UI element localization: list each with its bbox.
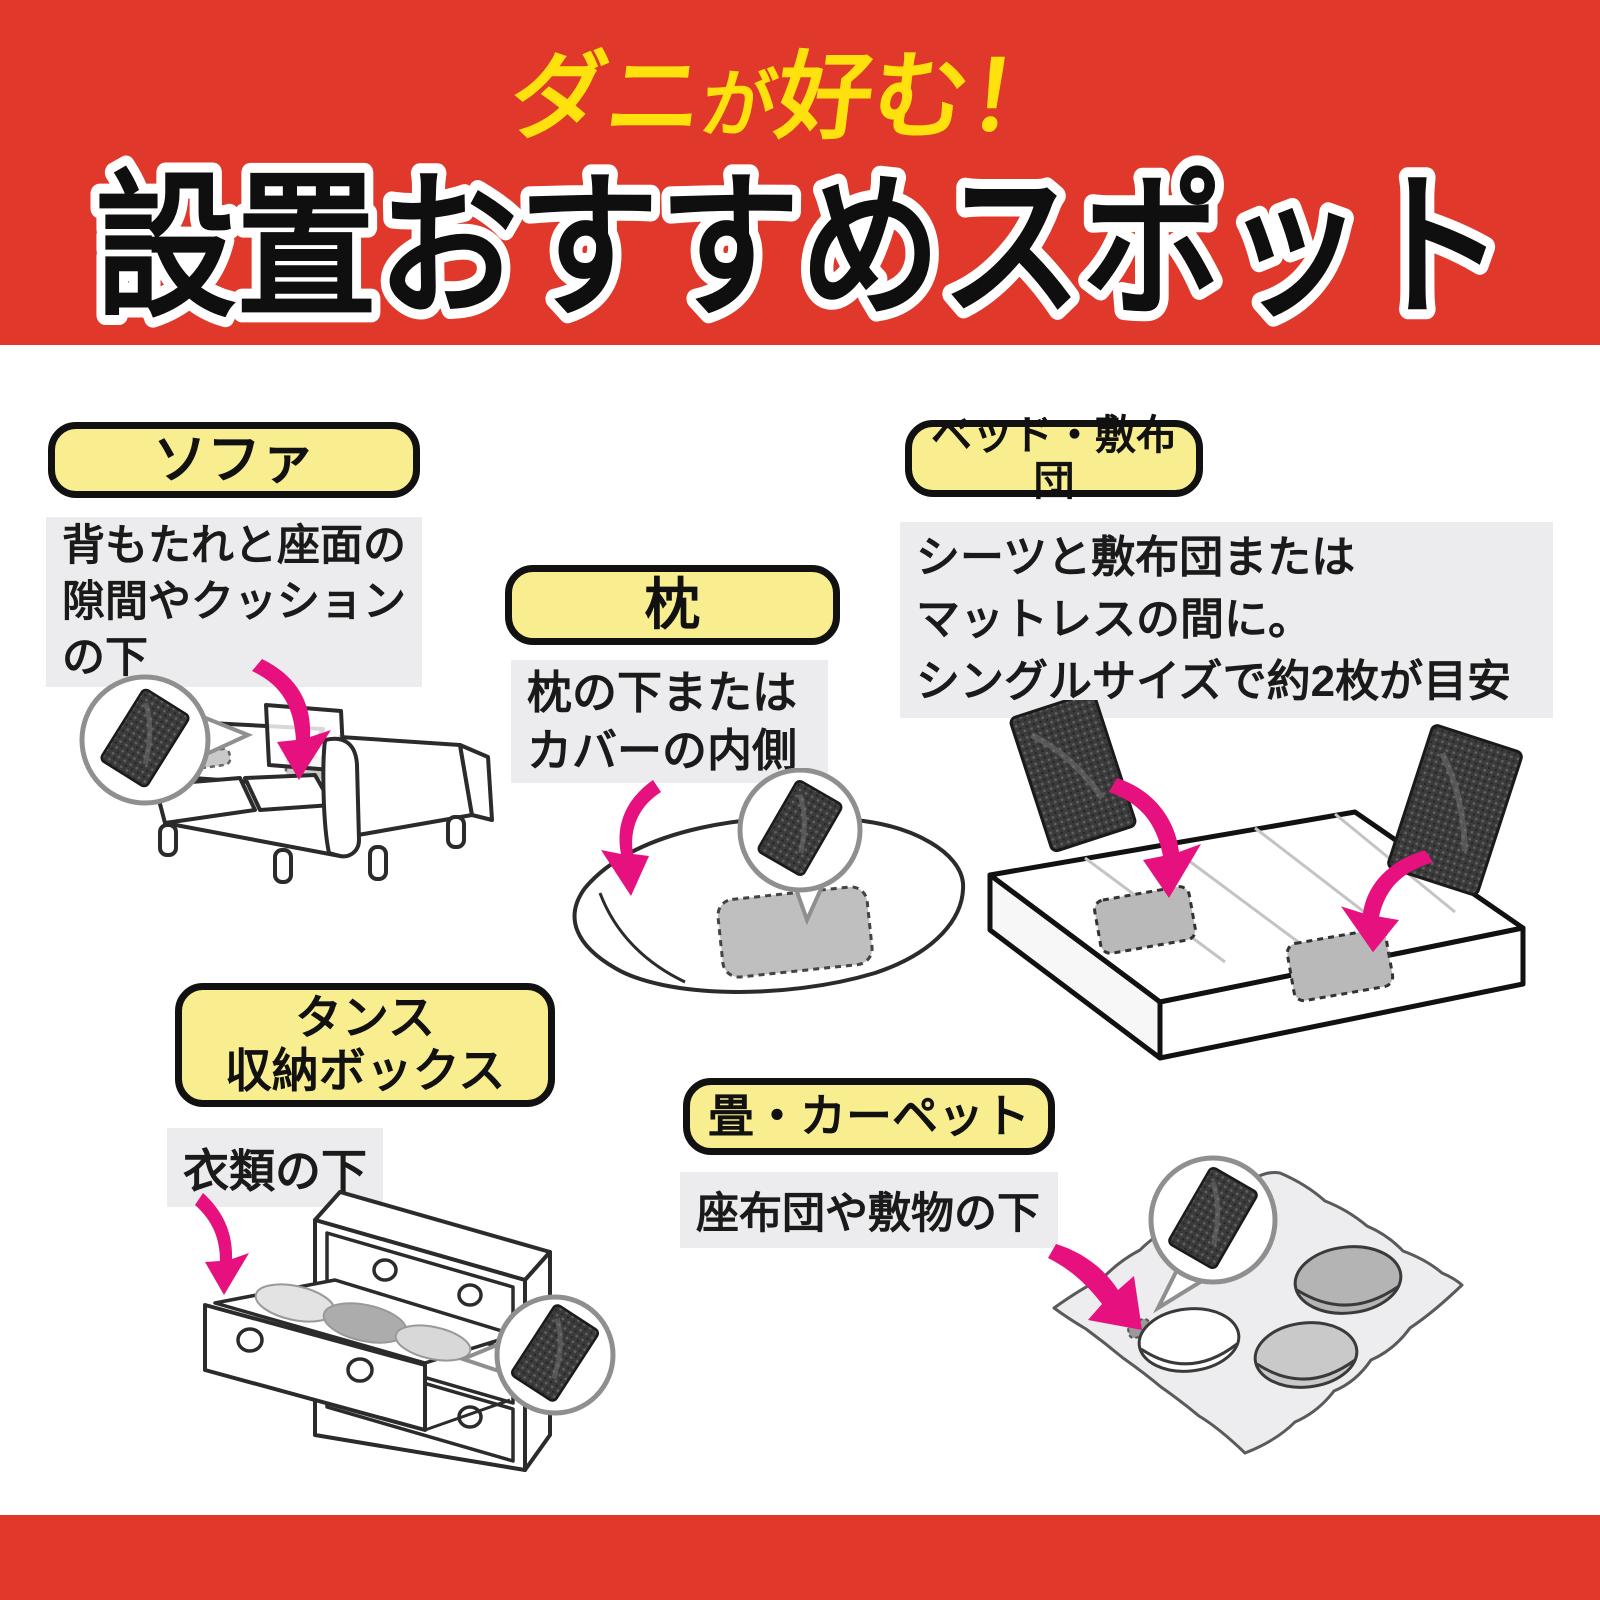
bed-desc: シーツと敷布団または マットレスの間に。 シングルサイズで約2枚が目安 bbox=[900, 522, 1553, 718]
dresser-label-line: 収納ボックス bbox=[224, 1044, 506, 1097]
bed-desc-line: シーツと敷布団または bbox=[916, 533, 1356, 582]
tatami-desc: 座布団や敷物の下 bbox=[680, 1172, 1058, 1248]
subtitle-part-1: ダニ bbox=[504, 44, 709, 151]
product-pack-icon bbox=[757, 780, 843, 876]
magnifier-bubble bbox=[79, 674, 254, 806]
bed-desc-line: マットレスの間に。 bbox=[916, 595, 1312, 644]
pink-arrow-icon bbox=[1341, 850, 1433, 953]
sofa-desc-line: 背もたれと座面の bbox=[62, 522, 406, 570]
main-title: 設置おすすめスポット bbox=[95, 160, 1505, 336]
dresser-drawing bbox=[203, 1190, 552, 1472]
bed-label: ベッド・敷布団 bbox=[905, 412, 1203, 503]
pillow-desc-line: 枕の下または bbox=[527, 666, 798, 718]
dresser-illustration bbox=[195, 1190, 616, 1472]
magnifier-bubble bbox=[737, 768, 863, 926]
pink-arrow-icon bbox=[195, 1193, 249, 1295]
pillow-desc-line: カバーの内側 bbox=[527, 724, 798, 776]
magnifier-bubble bbox=[1148, 1155, 1278, 1314]
placement-patch bbox=[1285, 927, 1395, 1003]
dresser-desc-line: 衣類の下 bbox=[183, 1144, 367, 1197]
magnifier-bubble bbox=[457, 1294, 616, 1416]
header-banner: ダニが好む！ 設置おすすめスポット bbox=[0, 0, 1600, 346]
sofa-illustration bbox=[79, 659, 494, 884]
subtitle-part-2: が bbox=[697, 63, 781, 146]
pillow-label: 枕 bbox=[505, 565, 840, 645]
pink-arrow-icon bbox=[601, 780, 661, 896]
header-title-graphic: ダニが好む！ 設置おすすめスポット bbox=[85, 44, 1515, 346]
pink-arrow-icon bbox=[1109, 778, 1201, 898]
sofa-desc-line: 隙間やクッション bbox=[62, 578, 406, 626]
sofa-desc-line: の下 bbox=[62, 634, 148, 682]
dresser-label-line: タンス bbox=[294, 991, 436, 1045]
bed-illustration bbox=[987, 700, 1526, 1061]
tatami-label-text: 畳・カーペット bbox=[708, 1089, 1030, 1142]
subtitle-text: ダニが好む！ bbox=[504, 44, 1071, 151]
subtitle-part-4: ！ bbox=[962, 44, 1071, 151]
footer-banner bbox=[0, 1515, 1600, 1600]
pillow-label-text: 枕 bbox=[644, 572, 701, 636]
sofa-desc: 背もたれと座面の 隙間やクッション の下 bbox=[46, 517, 422, 687]
tatami-label: 畳・カーペット bbox=[683, 1078, 1055, 1155]
product-pack-icon bbox=[100, 688, 190, 788]
carpet-illustration bbox=[1048, 1155, 1464, 1455]
sofa-label-text: ソファ bbox=[153, 429, 315, 490]
placement-patch bbox=[1093, 885, 1197, 955]
product-pack-icon bbox=[1009, 700, 1137, 853]
pink-arrow-icon bbox=[252, 659, 331, 780]
pillow-illustration bbox=[572, 768, 966, 994]
subtitle-group: ダニが好む！ bbox=[504, 44, 1071, 151]
product-pack-icon bbox=[510, 1304, 600, 1402]
product-pack-icon bbox=[1168, 1166, 1258, 1270]
dresser-label: タンス 収納ボックス bbox=[175, 983, 555, 1107]
pillow-desc: 枕の下または カバーの内側 bbox=[511, 660, 828, 783]
subtitle-part-3: 好む bbox=[769, 44, 975, 151]
bed-desc-line: シングルサイズで約2枚が目安 bbox=[916, 657, 1512, 706]
pink-arrow-icon bbox=[1048, 1244, 1142, 1330]
pillow-drawing bbox=[572, 815, 966, 994]
sofa-label: ソファ bbox=[48, 422, 420, 498]
tatami-desc-line: 座布団や敷物の下 bbox=[696, 1190, 1040, 1238]
bed-label-text: ベッド・敷布団 bbox=[931, 411, 1177, 504]
